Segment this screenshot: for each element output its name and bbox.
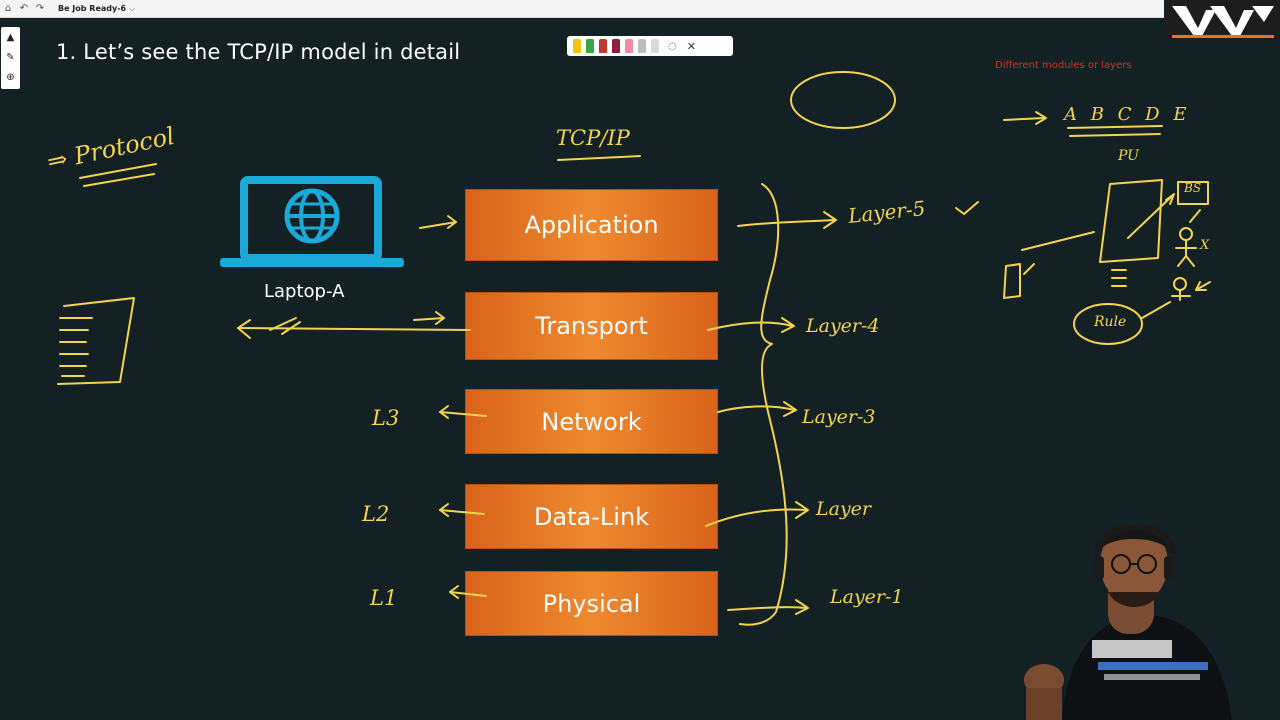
- channel-logo: [1166, 0, 1280, 40]
- maroon-pen-icon[interactable]: [612, 39, 620, 53]
- close-icon[interactable]: ✕: [686, 39, 696, 53]
- home-icon[interactable]: ⌂: [4, 3, 12, 14]
- laptop-icon: [220, 176, 404, 267]
- add-icon[interactable]: ⊕: [6, 71, 15, 83]
- rule-note: Rule: [1094, 314, 1127, 330]
- l3-note: L3: [372, 406, 400, 430]
- eraser-icon[interactable]: [638, 39, 646, 53]
- yellow-pen-icon[interactable]: [573, 39, 581, 53]
- l2-note: L2: [362, 502, 390, 526]
- layer-application: Application: [465, 189, 718, 261]
- document-title[interactable]: Be Job Ready-6: [58, 4, 127, 13]
- x-note: X: [1200, 238, 1210, 253]
- undo-icon[interactable]: ↶: [19, 3, 29, 14]
- layer-physical: Physical: [465, 571, 718, 636]
- red-pen-icon[interactable]: [599, 39, 607, 53]
- gray-pen-icon[interactable]: [651, 39, 659, 53]
- slide-title: 1. Let’s see the TCP/IP model in detail: [56, 40, 461, 64]
- chevron-down-icon[interactable]: ⌵: [129, 3, 136, 13]
- pu-note: PU: [1118, 148, 1139, 164]
- layer2-note: Layer: [816, 498, 872, 520]
- side-toolbar: ▲ ✎ ⊕: [1, 27, 20, 89]
- layer-network: Network: [465, 389, 718, 454]
- model-title: TCP/IP: [556, 126, 630, 150]
- pink-highlighter-icon[interactable]: [625, 39, 633, 53]
- presenter-webcam: [1024, 524, 1232, 720]
- l1-note: L1: [370, 586, 398, 610]
- pointer-icon[interactable]: ▲: [6, 31, 15, 43]
- app-toolbar: ⌂ ↶ ↷ Be Job Ready-6 ⌵: [0, 0, 1164, 18]
- layer1-note: Layer-1: [830, 586, 904, 608]
- letters-note: A B C D E: [1064, 104, 1191, 125]
- redo-icon[interactable]: ↷: [35, 3, 45, 14]
- pen-tool-icon[interactable]: ✎: [6, 51, 15, 63]
- bs-note: BS: [1184, 181, 1202, 195]
- layer4-note: Layer-4: [806, 315, 880, 337]
- lasso-icon[interactable]: ◌: [668, 40, 677, 52]
- green-pen-icon[interactable]: [586, 39, 594, 53]
- side-note: Different modules or layers: [995, 60, 1132, 71]
- layer-data-link: Data-Link: [465, 484, 718, 549]
- pen-palette: ◌ ✕: [567, 36, 733, 56]
- layer-transport: Transport: [465, 292, 718, 360]
- laptop-label: Laptop-A: [264, 281, 345, 302]
- layer3-note: Layer-3: [802, 406, 876, 428]
